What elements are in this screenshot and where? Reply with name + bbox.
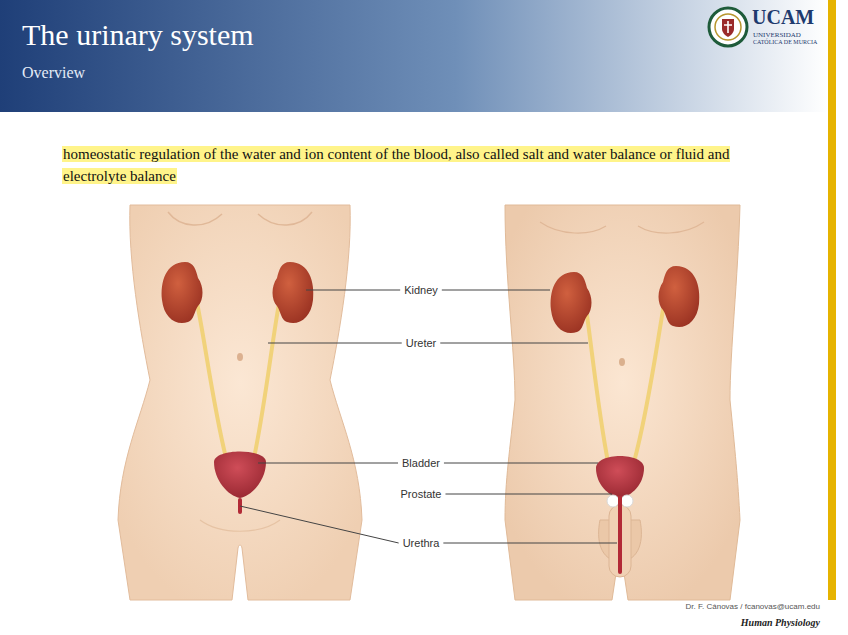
leader-line bbox=[442, 290, 550, 291]
part-label: Kidney bbox=[404, 284, 438, 296]
footer-course: Human Physiology bbox=[741, 617, 820, 628]
footer-author: Dr. F. Cánovas / fcanovas@ucam.edu bbox=[686, 602, 820, 611]
part-label: Urethra bbox=[403, 537, 440, 549]
slide-subtitle: Overview bbox=[22, 64, 85, 82]
logo-subtext: UNIVERSIDAD bbox=[753, 31, 801, 39]
male-figure bbox=[505, 205, 740, 600]
highlighted-text: homeostatic regulation of the water and … bbox=[62, 146, 730, 184]
female-figure bbox=[118, 205, 362, 600]
leader-line bbox=[268, 343, 402, 344]
leader-line bbox=[443, 543, 617, 544]
leader-line bbox=[445, 494, 612, 495]
leader-line bbox=[444, 463, 598, 464]
logo-word: UCAM bbox=[752, 6, 814, 29]
header-band bbox=[0, 0, 828, 112]
part-label: Prostate bbox=[401, 488, 442, 500]
leader-line bbox=[258, 463, 398, 464]
highlighted-note: homeostatic regulation of the water and … bbox=[62, 143, 782, 187]
part-label: Ureter bbox=[406, 337, 437, 349]
logo-emblem bbox=[709, 8, 747, 46]
side-bar bbox=[828, 0, 836, 600]
slide-title: The urinary system bbox=[22, 18, 254, 52]
logo-subtext: CATÓLICA DE MURCIA bbox=[753, 39, 817, 45]
leader-line bbox=[306, 290, 400, 291]
leader-line bbox=[440, 343, 588, 344]
leader-line bbox=[240, 506, 399, 543]
part-label: Bladder bbox=[402, 457, 440, 469]
